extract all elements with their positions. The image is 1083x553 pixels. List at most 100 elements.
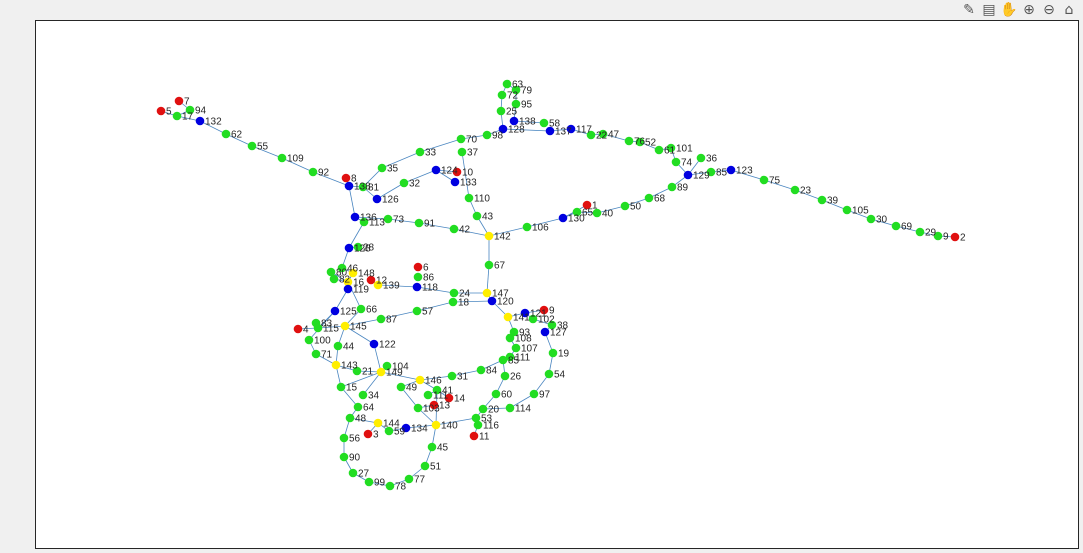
- graph-edge: [821, 199, 848, 211]
- graph-edge: [317, 325, 346, 329]
- graph-node: [592, 208, 602, 218]
- node-label: 2: [960, 233, 966, 244]
- plot-axes[interactable]: [35, 20, 1079, 549]
- node-label: 78: [395, 482, 407, 493]
- node-label: 106: [532, 223, 549, 234]
- node-label: 26: [510, 372, 522, 383]
- graph-edge: [482, 407, 511, 410]
- graph-edge: [340, 371, 382, 388]
- graph-edge: [354, 216, 389, 220]
- node-label: 20: [488, 405, 500, 416]
- graph-node: [683, 170, 693, 180]
- graph-node: [759, 175, 769, 185]
- edges: [160, 83, 956, 487]
- node-label: 104: [392, 362, 409, 373]
- node-label: 118: [422, 283, 438, 294]
- graph-node: [540, 327, 550, 337]
- graph-node: [172, 111, 182, 121]
- graph-node: [598, 129, 608, 139]
- graph-node: [891, 221, 901, 231]
- graph-node: [358, 390, 368, 400]
- graph-edge: [419, 375, 453, 381]
- graph-node: [311, 349, 321, 359]
- graph-node: [511, 343, 521, 353]
- node-label: 82: [339, 275, 351, 286]
- graph-node: [373, 418, 383, 428]
- node-label: 142: [494, 232, 511, 243]
- graph-node: [352, 366, 362, 376]
- node-label: 14: [454, 394, 466, 405]
- graph-node: [356, 304, 366, 314]
- node-label: 107: [521, 344, 538, 355]
- node-label: 66: [366, 305, 378, 316]
- zoom-in-icon[interactable]: ⊕: [1023, 2, 1035, 18]
- node-label: 23: [800, 186, 812, 197]
- graph-edge: [308, 310, 336, 341]
- node-label: 35: [387, 164, 399, 175]
- graph-node: [348, 468, 358, 478]
- node-label: 111: [433, 391, 449, 402]
- node-label: 77: [414, 475, 426, 486]
- graph-node: [413, 262, 423, 272]
- node-label: 102: [538, 315, 555, 326]
- graph-node: [671, 157, 681, 167]
- graph-node: [415, 147, 425, 157]
- node-label: 30: [876, 215, 888, 226]
- node-label: 62: [231, 130, 243, 141]
- graph-node: [343, 277, 353, 287]
- node-label: 94: [195, 106, 207, 117]
- graph-edge: [460, 134, 488, 140]
- node-label: 132: [205, 117, 222, 128]
- graph-edge: [502, 128, 551, 132]
- graph-node: [450, 177, 460, 187]
- node-label: 36: [706, 154, 718, 165]
- node-label: 97: [539, 390, 551, 401]
- node-label: 139: [383, 281, 400, 292]
- node-label: 136: [360, 213, 377, 224]
- node-label: 129: [693, 171, 710, 182]
- node-label: 19: [558, 349, 570, 360]
- node-label: 15: [346, 383, 358, 394]
- node-label: 41: [442, 386, 454, 397]
- graph-node: [866, 214, 876, 224]
- graph-edge: [763, 179, 796, 191]
- node-label: 119: [353, 285, 369, 296]
- graph-node: [382, 361, 392, 371]
- graph-node: [654, 145, 664, 155]
- graph-node: [644, 193, 654, 203]
- node-label: 111: [515, 353, 531, 364]
- save-figure-icon[interactable]: ▤: [982, 2, 996, 18]
- graph-edge: [348, 221, 365, 249]
- graph-edge: [730, 169, 765, 181]
- graph-node: [491, 389, 501, 399]
- node-label: 87: [386, 315, 398, 326]
- home-icon[interactable]: ⌂: [1064, 2, 1074, 18]
- node-label: 83: [321, 319, 333, 330]
- graph-node: [293, 324, 303, 334]
- node-label: 45: [437, 443, 449, 454]
- node-label: 86: [423, 273, 435, 284]
- graph-node: [790, 185, 800, 195]
- graph-node: [582, 200, 592, 210]
- graph-node: [221, 129, 231, 139]
- node-label: 34: [368, 391, 380, 402]
- node-label: 138: [354, 182, 371, 193]
- graph-node: [915, 227, 925, 237]
- graph-node: [706, 167, 716, 177]
- node-label: 115: [323, 324, 339, 335]
- pan-icon[interactable]: ✋: [1000, 2, 1018, 18]
- node-label: 148: [358, 269, 375, 280]
- node-label: 145: [350, 322, 367, 333]
- graph-node: [520, 308, 530, 318]
- graph-node: [412, 282, 422, 292]
- graph-node: [383, 214, 393, 224]
- graph-edge: [461, 151, 470, 199]
- graph-node: [326, 267, 336, 277]
- zoom-out-icon[interactable]: ⊖: [1043, 2, 1055, 18]
- nodes: [156, 79, 960, 491]
- graph-node: [456, 134, 466, 144]
- edit-icon[interactable]: ✎: [963, 2, 975, 18]
- graph-edge: [376, 182, 405, 200]
- node-label: 11: [479, 432, 490, 443]
